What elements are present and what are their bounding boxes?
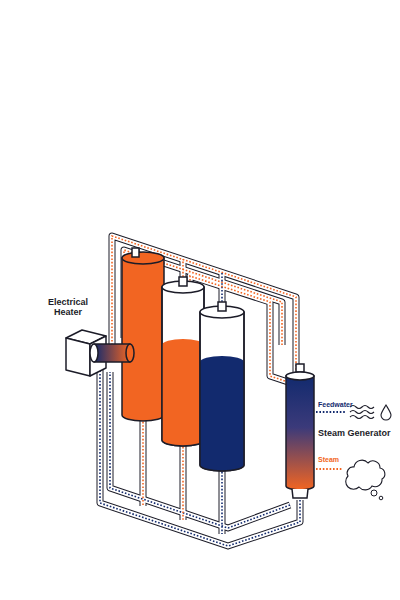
pipe-body (100, 236, 300, 546)
steam-line (316, 460, 385, 500)
flow-label: Feedwater (318, 401, 353, 408)
steam-generator-node: Steam Generator (284, 368, 398, 502)
heater-symbol (66, 330, 134, 376)
heater-node: Electrical Heater (40, 296, 110, 378)
pipe-outline (100, 236, 300, 546)
mid-tank (162, 277, 204, 446)
node-label: Electrical Heater (40, 297, 96, 318)
pipe-flow (100, 236, 300, 546)
node-label: Steam Generator (318, 428, 398, 438)
steam-generator-vessel (286, 364, 314, 498)
hot-tank (122, 248, 164, 421)
cold-tank (200, 302, 244, 471)
flow-label: Steam (318, 456, 339, 463)
